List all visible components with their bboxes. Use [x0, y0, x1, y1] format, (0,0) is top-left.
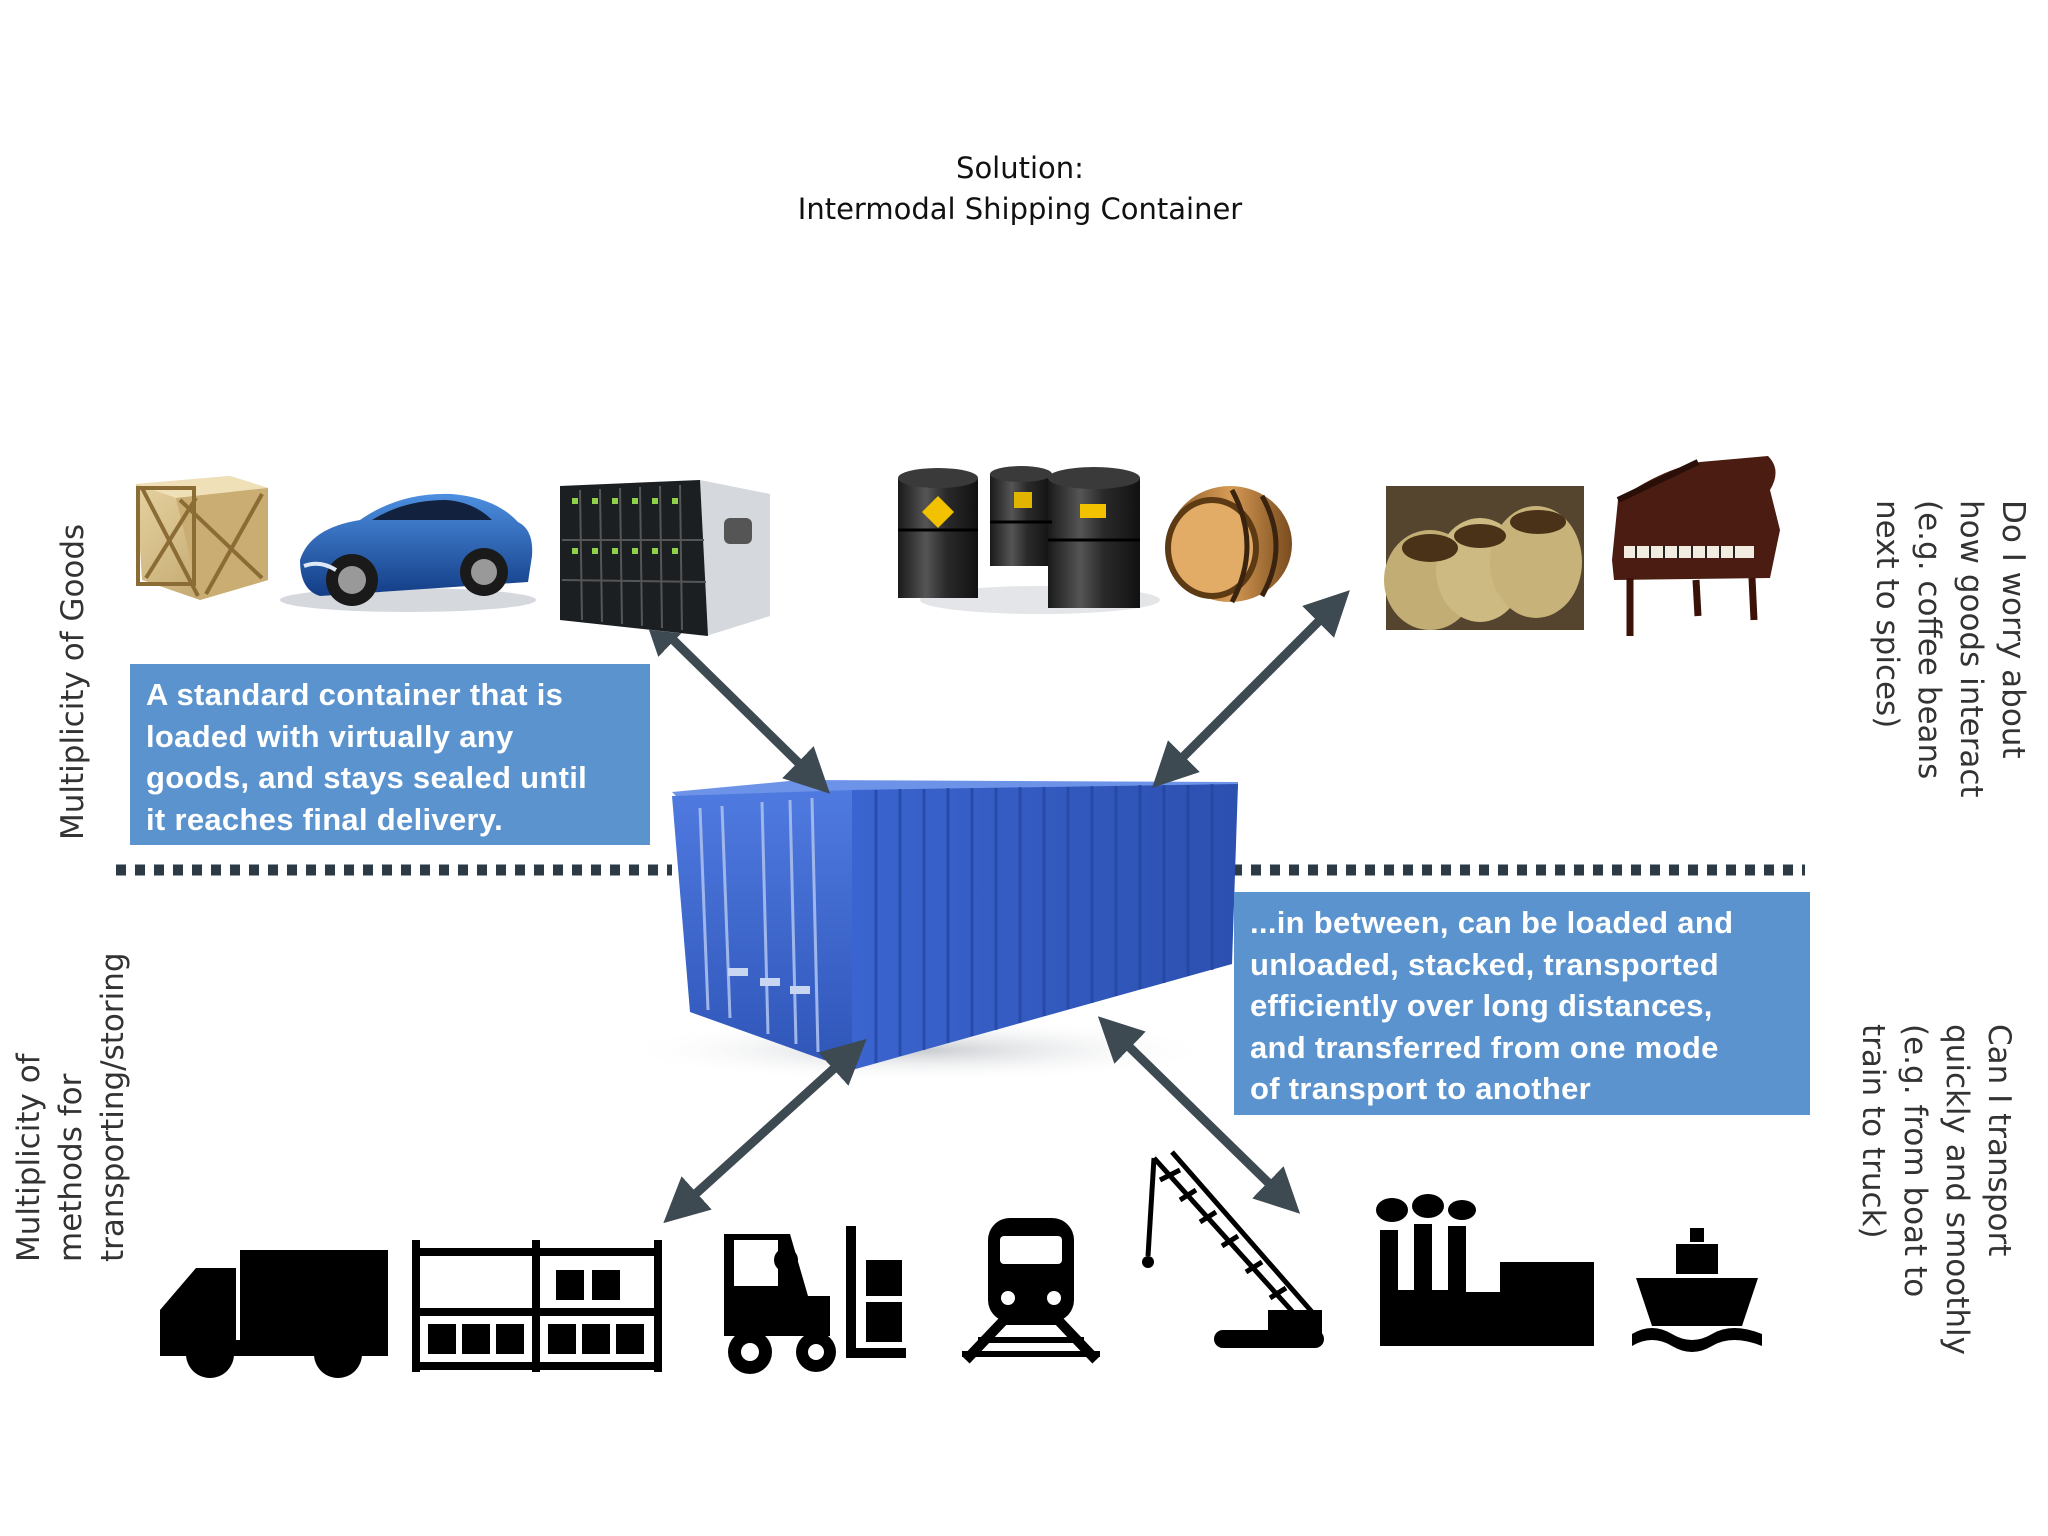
label-multiplicity-methods: Multiplicity of methods for transporting…: [8, 952, 134, 1262]
label-goods-question-line-3: (e.g. coffee beans: [1911, 500, 1947, 780]
arrow-barrel-container: [1152, 590, 1350, 788]
label-methods-line-2: methods for: [53, 1073, 89, 1262]
shipping-container-icon: [620, 780, 1238, 1082]
coffee-sacks-icon: [1384, 486, 1584, 630]
train-icon: [962, 1218, 1100, 1364]
callout-goods-line-2: loaded with virtually any: [146, 718, 514, 754]
callout-transport: ...in between, can be loaded and unloade…: [1234, 892, 1810, 1115]
title-line-2: Intermodal Shipping Container: [797, 192, 1243, 226]
title-line-1: Solution:: [956, 151, 1084, 185]
arrows: [641, 590, 1350, 1224]
callout-goods-line-4: it reaches final delivery.: [146, 801, 504, 837]
truck-icon: [160, 1250, 388, 1378]
label-methods-line-3: transporting/storing: [95, 952, 131, 1262]
ship-icon: [1632, 1228, 1762, 1352]
warehouse-rack-icon: [412, 1240, 662, 1372]
crane-icon: [1142, 1150, 1324, 1348]
arrow-container-crane: [1097, 1016, 1301, 1214]
wine-barrel-icon: [1165, 486, 1292, 604]
oil-drums-icon: [898, 466, 1160, 614]
label-transport-question: Can I transport quickly and smoothly (e.…: [1852, 1024, 2020, 1355]
callout-transport-line-4: and transferred from one mode: [1250, 1029, 1719, 1065]
callout-goods: A standard container that is loaded with…: [130, 664, 650, 845]
arrow-server-container: [641, 609, 831, 794]
label-goods-question: Do I worry about how goods interact (e.g…: [1866, 500, 2034, 798]
label-transport-question-line-1: Can I transport: [1981, 1024, 2017, 1257]
label-transport-question-line-2: quickly and smoothly: [1939, 1024, 1975, 1355]
callout-goods-line-3: goods, and stays sealed until: [146, 760, 588, 795]
label-goods-question-line-2: how goods interact: [1953, 500, 1989, 798]
label-goods-question-line-4: next to spices): [1869, 500, 1905, 729]
callout-transport-line-3: efficiently over long distances,: [1250, 988, 1713, 1023]
label-transport-question-line-3: (e.g. from boat to: [1897, 1024, 1933, 1298]
server-rack-icon: [560, 480, 770, 636]
car-icon: [280, 493, 536, 612]
label-methods-line-1: Multiplicity of: [11, 1053, 47, 1262]
forklift-icon: [724, 1226, 906, 1374]
crate-icon: [136, 476, 268, 600]
slide-title: Solution: Intermodal Shipping Container: [0, 148, 2040, 230]
label-transport-question-line-4: train to truck): [1855, 1024, 1891, 1239]
grand-piano-icon: [1612, 456, 1780, 636]
factory-icon: [1376, 1194, 1594, 1346]
callout-transport-line-1: ...in between, can be loaded and: [1250, 905, 1734, 940]
callout-goods-line-1: A standard container that is: [146, 677, 564, 712]
callout-transport-line-5: of transport to another: [1250, 1071, 1591, 1106]
label-goods-question-line-1: Do I worry about: [1995, 500, 2031, 759]
callout-transport-line-2: unloaded, stacked, transported: [1250, 946, 1719, 982]
label-multiplicity-goods-text: Multiplicity of Goods: [55, 523, 91, 840]
arrow-container-truck: [663, 1038, 867, 1224]
label-multiplicity-goods: Multiplicity of Goods: [52, 524, 94, 840]
